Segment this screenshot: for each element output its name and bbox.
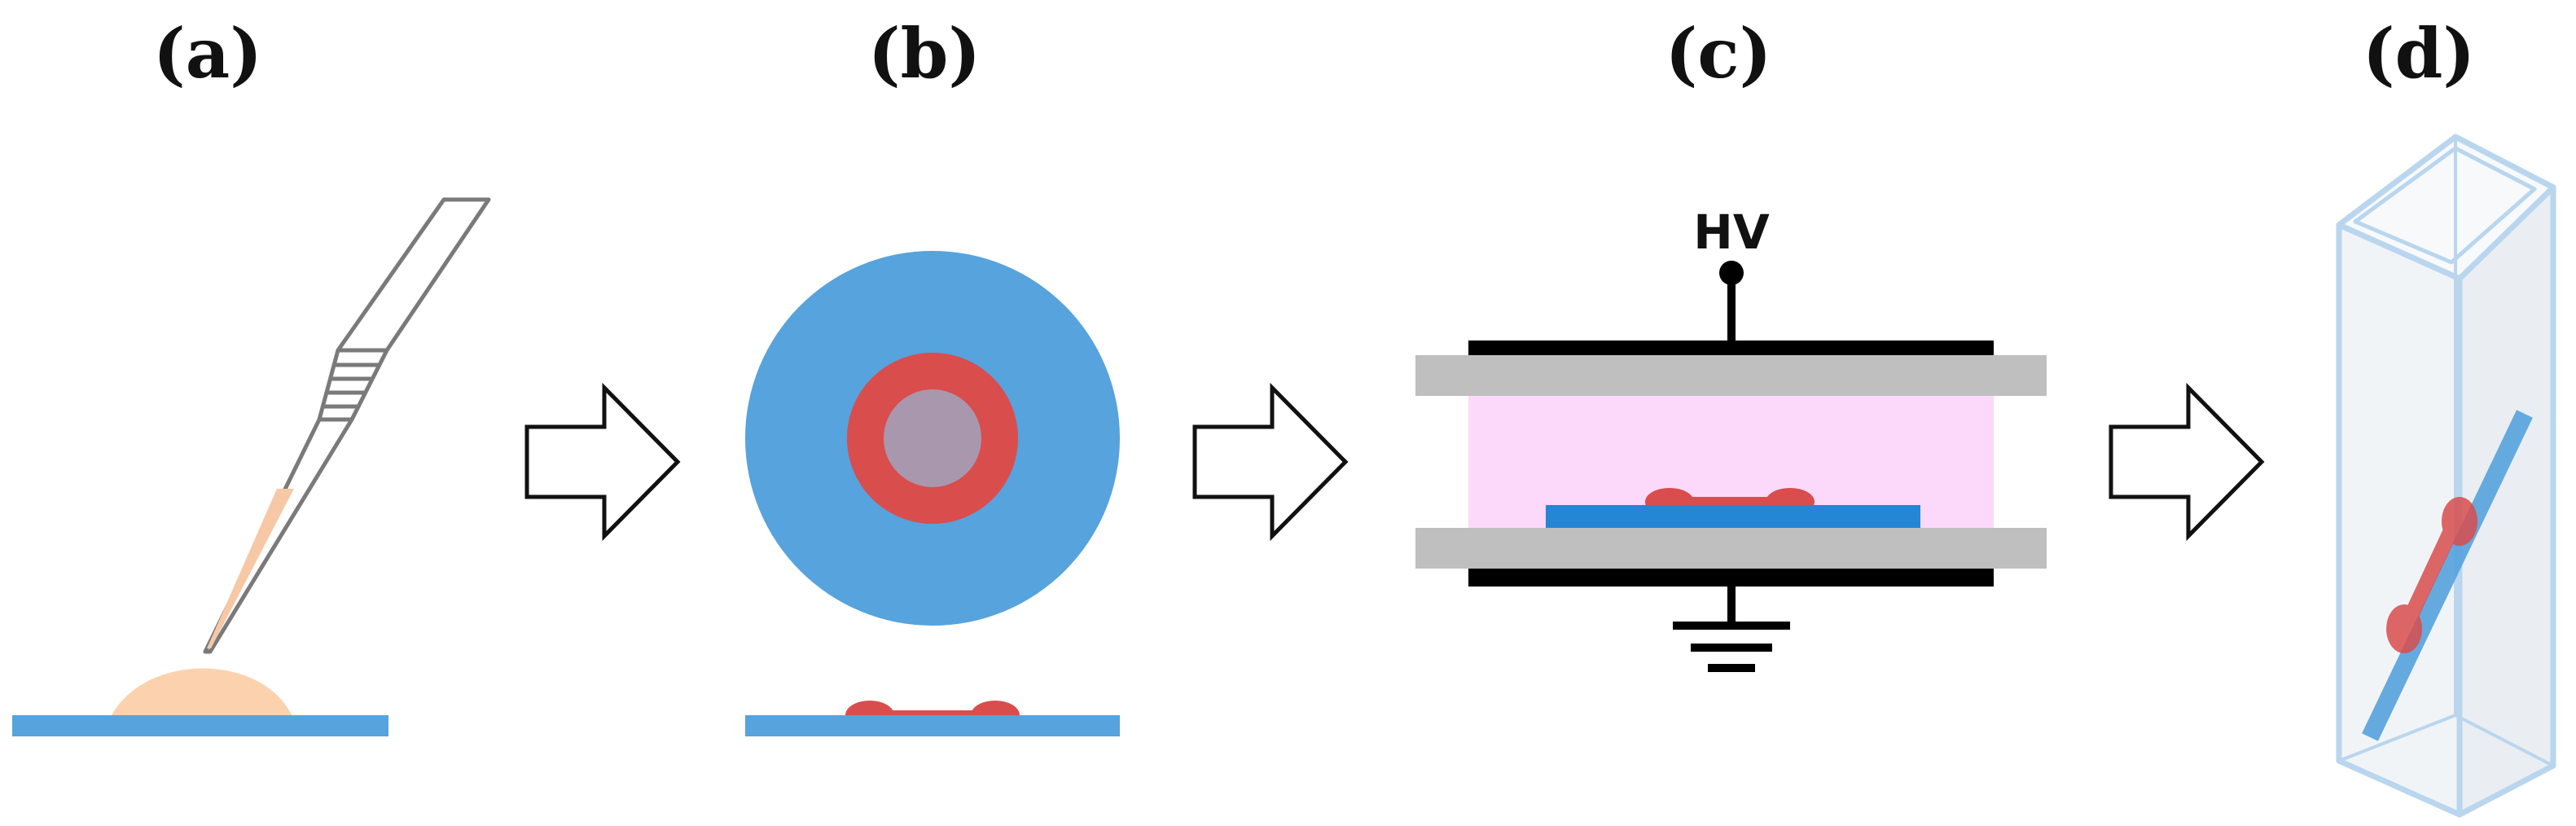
- panel-label-d: (d): [2363, 13, 2475, 94]
- solution-droplet: [110, 668, 293, 718]
- upper-electrode: [1468, 341, 1994, 358]
- cuvette-icon: [2336, 134, 2556, 818]
- substrate-c: [1546, 505, 1920, 528]
- upper-dielectric-plate: [1415, 355, 2047, 396]
- pipette-icon: [203, 197, 491, 654]
- process-arrow-icon: [1192, 382, 1349, 542]
- ground-symbol-icon: [1673, 587, 1790, 672]
- pipette-liquid: [207, 489, 294, 648]
- process-arrow-icon: [524, 382, 681, 542]
- substrate-a: [12, 715, 388, 736]
- panel-d: [2336, 134, 2556, 818]
- panel-a: [12, 197, 491, 736]
- process-arrow-icon: [2109, 382, 2265, 542]
- film-on-slide: [2386, 497, 2477, 653]
- panel-b: [745, 251, 1120, 736]
- lower-electrode: [1468, 569, 1994, 587]
- lower-dielectric-plate: [1415, 528, 2047, 569]
- hv-label: HV: [1693, 204, 1770, 260]
- panel-c: HV: [1415, 204, 2047, 672]
- film-center-top-view: [884, 389, 981, 487]
- hv-terminal: [1719, 261, 1744, 285]
- panel-label-c: (c): [1665, 13, 1772, 94]
- panel-label-b: (b): [868, 13, 981, 94]
- substrate-b: [745, 715, 1120, 736]
- panel-label-a: (a): [153, 13, 262, 94]
- sample-slide: [2362, 410, 2533, 741]
